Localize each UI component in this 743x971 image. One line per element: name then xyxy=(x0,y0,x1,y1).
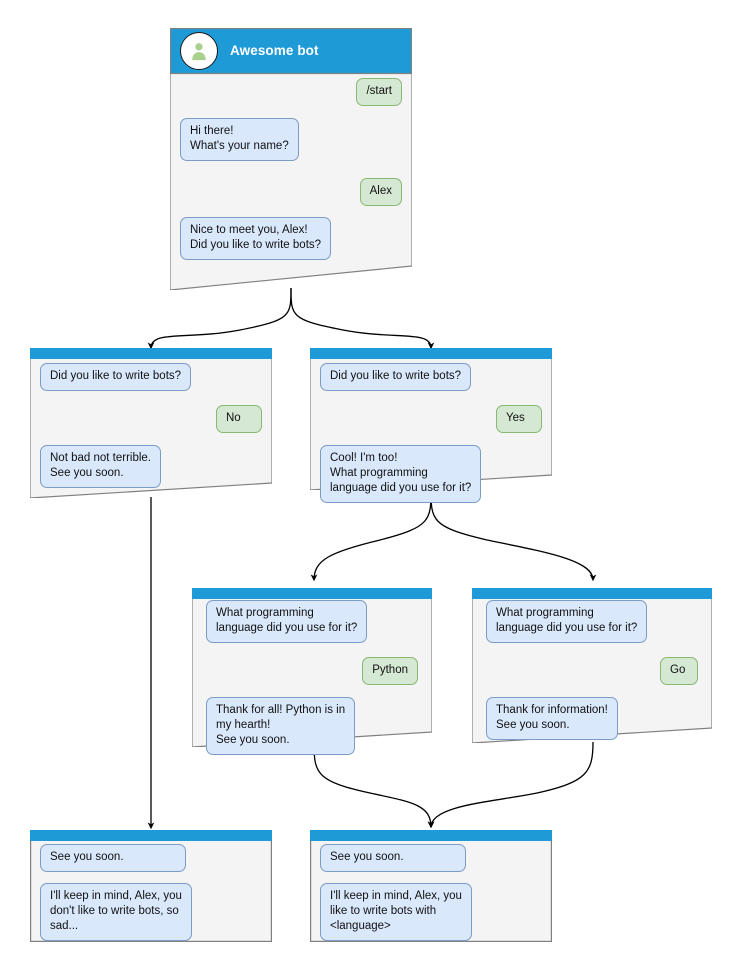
node-end-sad[interactable]: See you soon. I'll keep in mind, Alex, y… xyxy=(30,830,272,942)
node-end-happy[interactable]: See you soon. I'll keep in mind, Alex, y… xyxy=(310,830,552,942)
bot-message-bubble[interactable]: Thank for all! Python is in my hearth! S… xyxy=(206,697,356,755)
user-message-bubble[interactable]: Go xyxy=(660,657,698,685)
person-avatar-icon xyxy=(180,31,218,70)
message-row: What programming language did you use fo… xyxy=(206,600,418,643)
bot-message-bubble[interactable]: What programming language did you use fo… xyxy=(486,600,648,643)
bot-message-bubble[interactable]: Did you like to write bots? xyxy=(40,363,192,391)
message-row: No xyxy=(40,405,262,433)
node-root-chat: /start Hi there! What's your name? Alex … xyxy=(170,78,412,260)
node-python-branch-chat: What programming language did you use fo… xyxy=(192,600,432,755)
user-message-bubble[interactable]: Yes xyxy=(496,405,542,433)
message-row: Go xyxy=(486,657,698,685)
bot-message-bubble[interactable]: Nice to meet you, Alex! Did you like to … xyxy=(180,217,332,260)
bot-message-bubble[interactable]: See you soon. xyxy=(320,844,466,872)
edge-root-to-no xyxy=(147,287,292,350)
bot-message-bubble[interactable]: Thank for information! See you soon. xyxy=(486,697,618,740)
bot-message-bubble[interactable]: See you soon. xyxy=(40,844,186,872)
user-message-bubble[interactable]: Alex xyxy=(359,178,402,206)
message-row: I'll keep in mind, Alex, you don't like … xyxy=(40,883,262,941)
message-row: Yes xyxy=(320,405,542,433)
message-row: Hi there! What's your name? xyxy=(180,118,402,161)
message-row: Nice to meet you, Alex! Did you like to … xyxy=(180,217,402,260)
message-row: Not bad not terrible. See you soon. xyxy=(40,445,262,488)
bot-message-bubble[interactable]: I'll keep in mind, Alex, you don't like … xyxy=(40,883,192,941)
node-no-branch-chat: Did you like to write bots? No Not bad n… xyxy=(30,363,272,488)
bot-message-bubble[interactable]: Cool! I'm too! What programming language… xyxy=(320,445,482,503)
bot-message-bubble[interactable]: Not bad not terrible. See you soon. xyxy=(40,445,162,488)
edge-root-to-yes xyxy=(290,287,435,350)
bot-message-bubble[interactable]: Did you like to write bots? xyxy=(320,363,472,391)
node-end-happy-chat: See you soon. I'll keep in mind, Alex, y… xyxy=(310,844,552,941)
node-yes-branch[interactable]: Did you like to write bots? Yes Cool! I'… xyxy=(310,348,552,503)
node-no-branch[interactable]: Did you like to write bots? No Not bad n… xyxy=(30,348,272,498)
edge-go-to-end-happy xyxy=(427,741,594,829)
node-end-sad-chat: See you soon. I'll keep in mind, Alex, y… xyxy=(30,844,272,941)
message-row: I'll keep in mind, Alex, you like to wri… xyxy=(320,883,542,941)
message-row: What programming language did you use fo… xyxy=(486,600,698,643)
message-row: Cool! I'm too! What programming language… xyxy=(320,445,542,503)
message-row: Did you like to write bots? xyxy=(320,363,542,391)
bot-message-bubble[interactable]: What programming language did you use fo… xyxy=(206,600,368,643)
message-row: Thank for information! See you soon. xyxy=(486,697,698,740)
message-row: See you soon. xyxy=(320,844,542,872)
message-row: Did you like to write bots? xyxy=(40,363,262,391)
user-message-bubble[interactable]: No xyxy=(216,405,262,433)
node-root-header: Awesome bot xyxy=(170,28,412,73)
edge-python-to-end-happy xyxy=(313,745,435,829)
bot-title: Awesome bot xyxy=(230,43,319,58)
user-message-bubble[interactable]: Python xyxy=(362,657,418,685)
bot-message-bubble[interactable]: I'll keep in mind, Alex, you like to wri… xyxy=(320,883,472,941)
message-row: Python xyxy=(206,657,418,685)
message-row: Thank for all! Python is in my hearth! S… xyxy=(206,697,418,755)
node-go-branch[interactable]: What programming language did you use fo… xyxy=(472,588,712,743)
node-yes-branch-chat: Did you like to write bots? Yes Cool! I'… xyxy=(310,363,552,503)
node-python-branch[interactable]: What programming language did you use fo… xyxy=(192,588,432,755)
node-root[interactable]: Awesome bot /start Hi there! What's your… xyxy=(170,28,412,290)
message-row: See you soon. xyxy=(40,844,262,872)
message-row: /start xyxy=(180,78,402,106)
user-message-bubble[interactable]: /start xyxy=(356,78,402,106)
bot-message-bubble[interactable]: Hi there! What's your name? xyxy=(180,118,299,161)
message-row: Alex xyxy=(180,178,402,206)
node-go-branch-chat: What programming language did you use fo… xyxy=(472,600,712,740)
